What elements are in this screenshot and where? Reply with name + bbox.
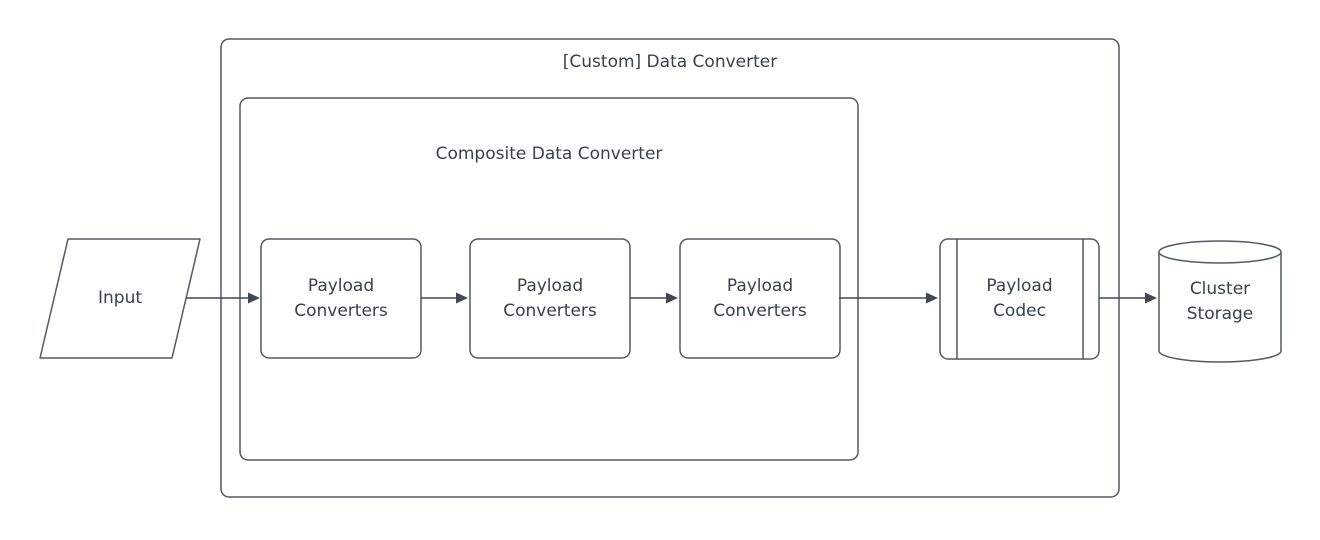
edge-pc3-to-codec — [839, 292, 938, 304]
input-node — [39, 238, 201, 359]
edge-codec-to-storage — [1099, 292, 1157, 304]
edge-pc1-to-pc2 — [421, 292, 468, 304]
edge-input-to-pc1 — [186, 292, 260, 304]
payload-codec-node — [939, 238, 1100, 360]
payload-converters-node-1 — [260, 238, 422, 359]
payload-converters-node-2 — [469, 238, 631, 359]
cluster-storage-node — [1158, 240, 1282, 363]
payload-converters-node-3 — [679, 238, 841, 359]
edge-pc2-to-pc3 — [630, 292, 678, 304]
